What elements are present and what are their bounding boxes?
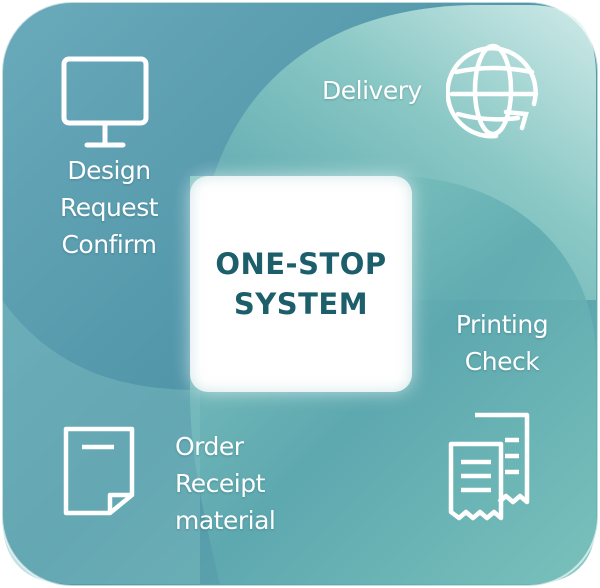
monitor-icon [61,56,149,148]
label-order-receipt-material: Order Receipt material [175,428,276,539]
document-icon [63,426,135,516]
globe-icon [446,43,539,139]
label-delivery: Delivery [322,76,422,105]
label-printing-check: Printing Check [452,306,552,380]
label-line: Check [464,347,540,376]
label-line: material [175,506,276,535]
label-line: Printing [455,310,549,339]
center-title-line1: ONE-STOP [215,247,387,281]
label-line: Request [59,193,159,222]
label-line: Order [175,432,244,461]
center-title-line2: SYSTEM [233,287,369,321]
one-stop-system-box: ONE-STOP SYSTEM [190,176,412,392]
label-design-request-confirm: Design Request Confirm [55,152,163,263]
receipts-icon [448,412,530,521]
label-line: Receipt [175,469,265,498]
label-line: Design [67,156,151,185]
label-line: Confirm [61,230,157,259]
